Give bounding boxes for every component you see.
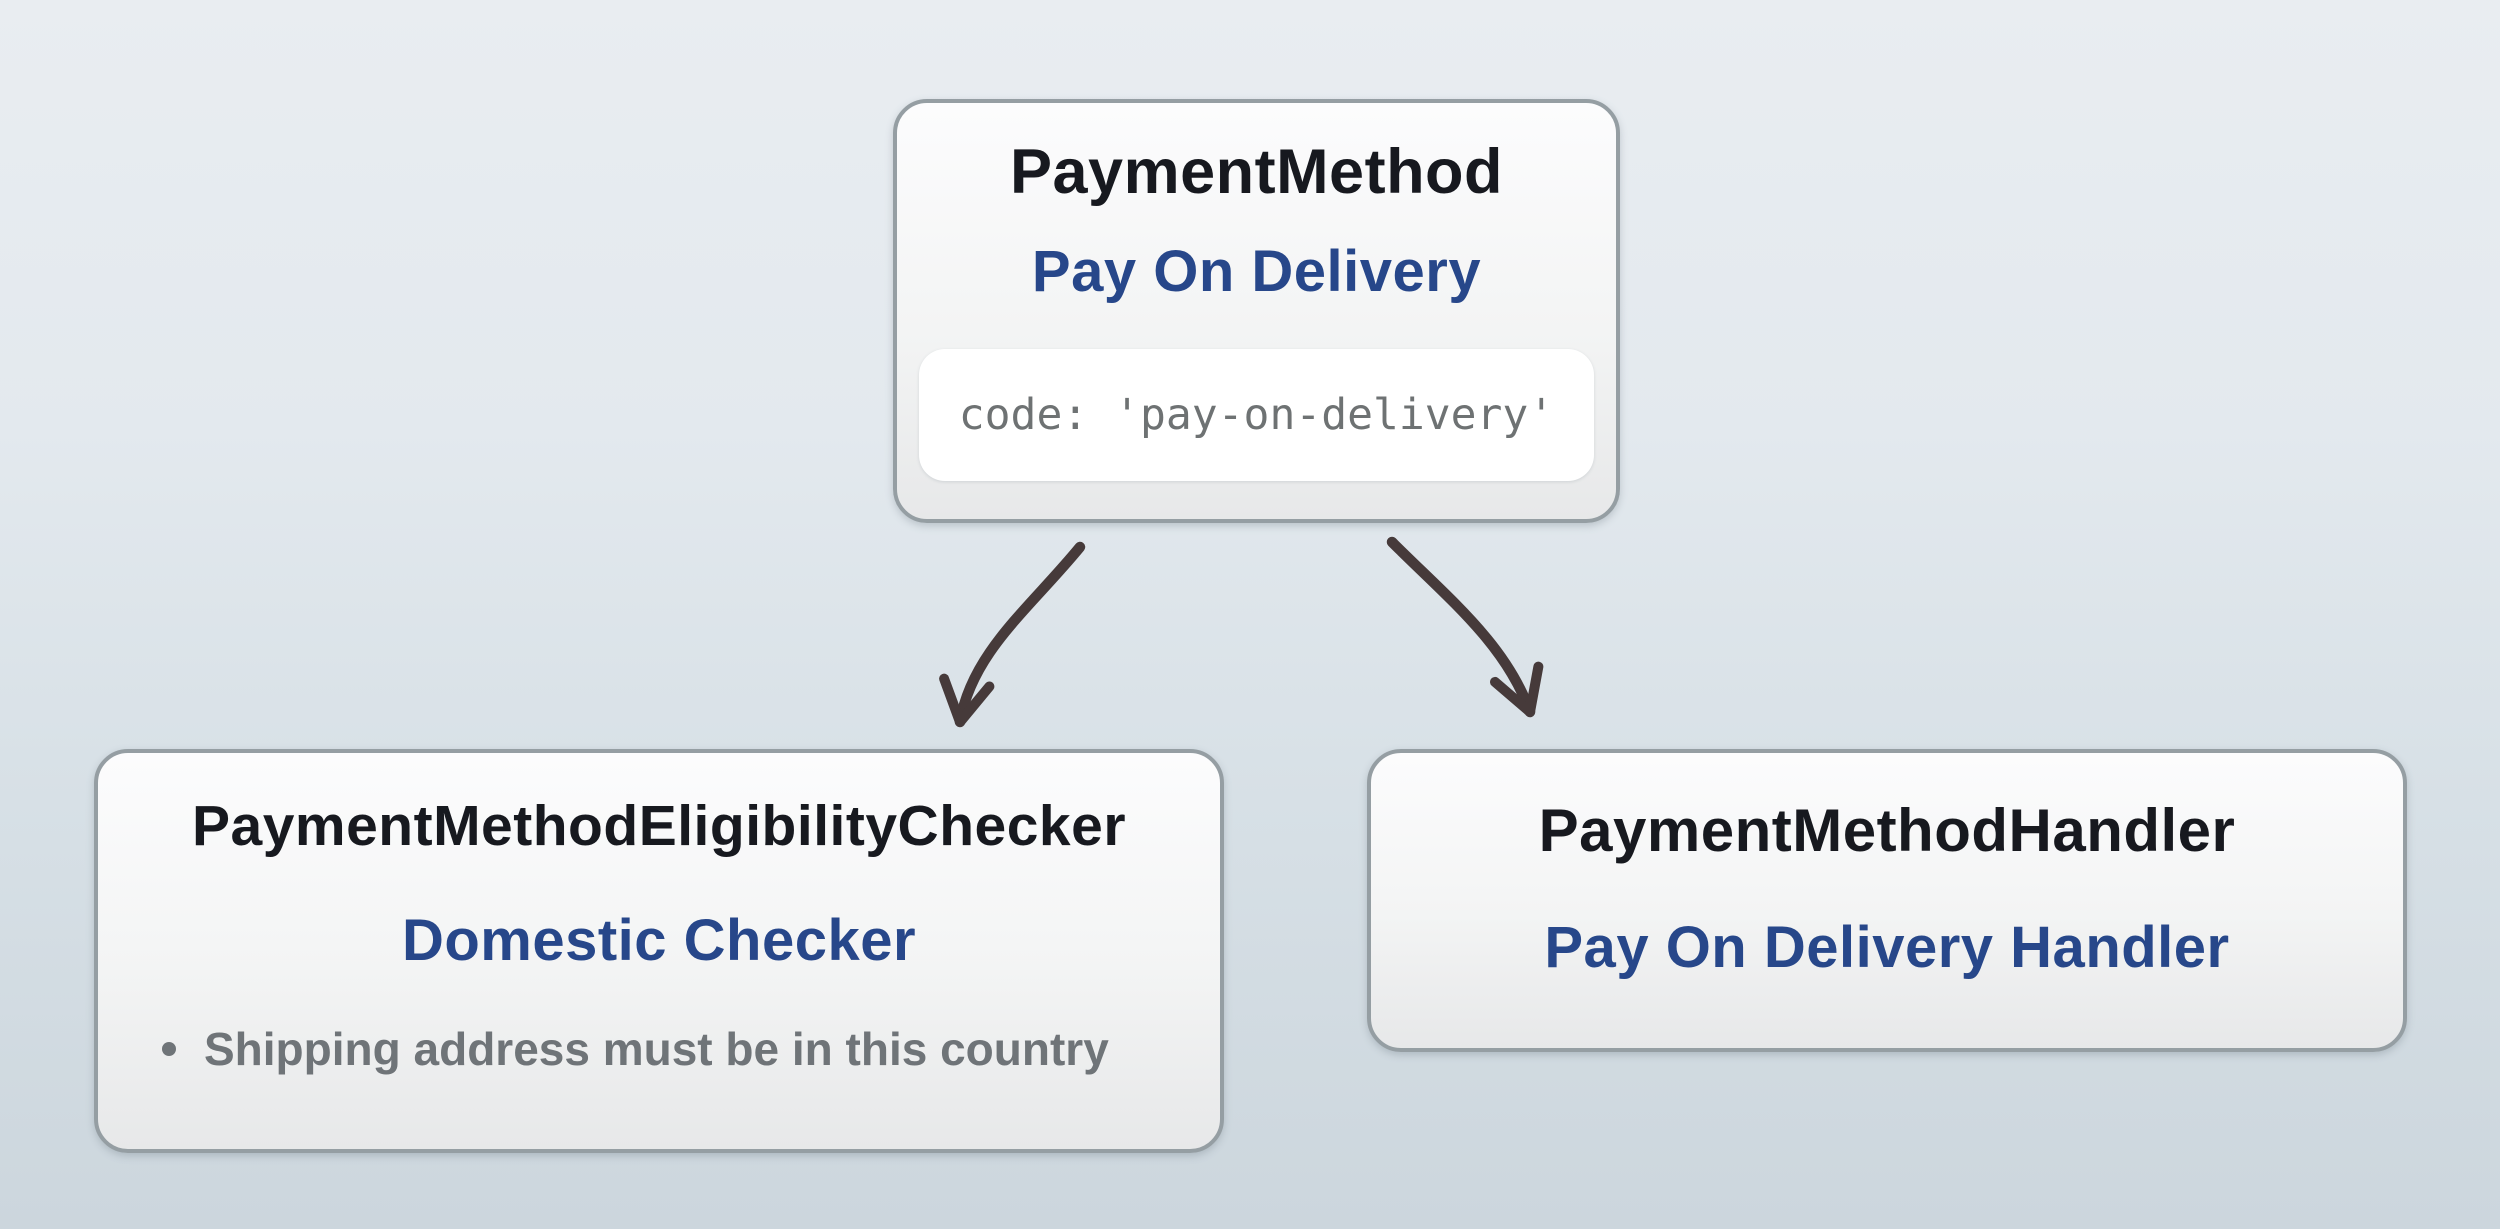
node-payment-method: PaymentMethod Pay On Delivery code: 'pay… (893, 99, 1620, 523)
node-eligibility-checker: PaymentMethodEligibilityChecker Domestic… (94, 749, 1224, 1153)
payment-method-instance-name: Pay On Delivery (1031, 238, 1482, 304)
arrow-to-handler (1386, 536, 1544, 718)
payment-method-code-chip: code: 'pay-on-delivery' (919, 348, 1594, 481)
eligibility-rule-text: Shipping address must be in this country (204, 1022, 1109, 1075)
payment-method-code-text: code: 'pay-on-delivery' (958, 389, 1555, 440)
eligibility-rule-item: Shipping address must be in this country (128, 1024, 1109, 1075)
payment-method-class-name: PaymentMethod (1009, 137, 1504, 207)
handler-class-name: PaymentMethodHandler (1538, 797, 2236, 864)
node-payment-method-handler: PaymentMethodHandler Pay On Delivery Han… (1367, 749, 2407, 1052)
handler-instance-name: Pay On Delivery Handler (1544, 915, 2230, 981)
eligibility-checker-class-name: PaymentMethodEligibilityChecker (191, 794, 1127, 858)
eligibility-checker-instance-name: Domestic Checker (401, 907, 917, 973)
arrow-to-eligibility-checker (939, 541, 1086, 728)
bullet-icon (162, 1042, 176, 1057)
